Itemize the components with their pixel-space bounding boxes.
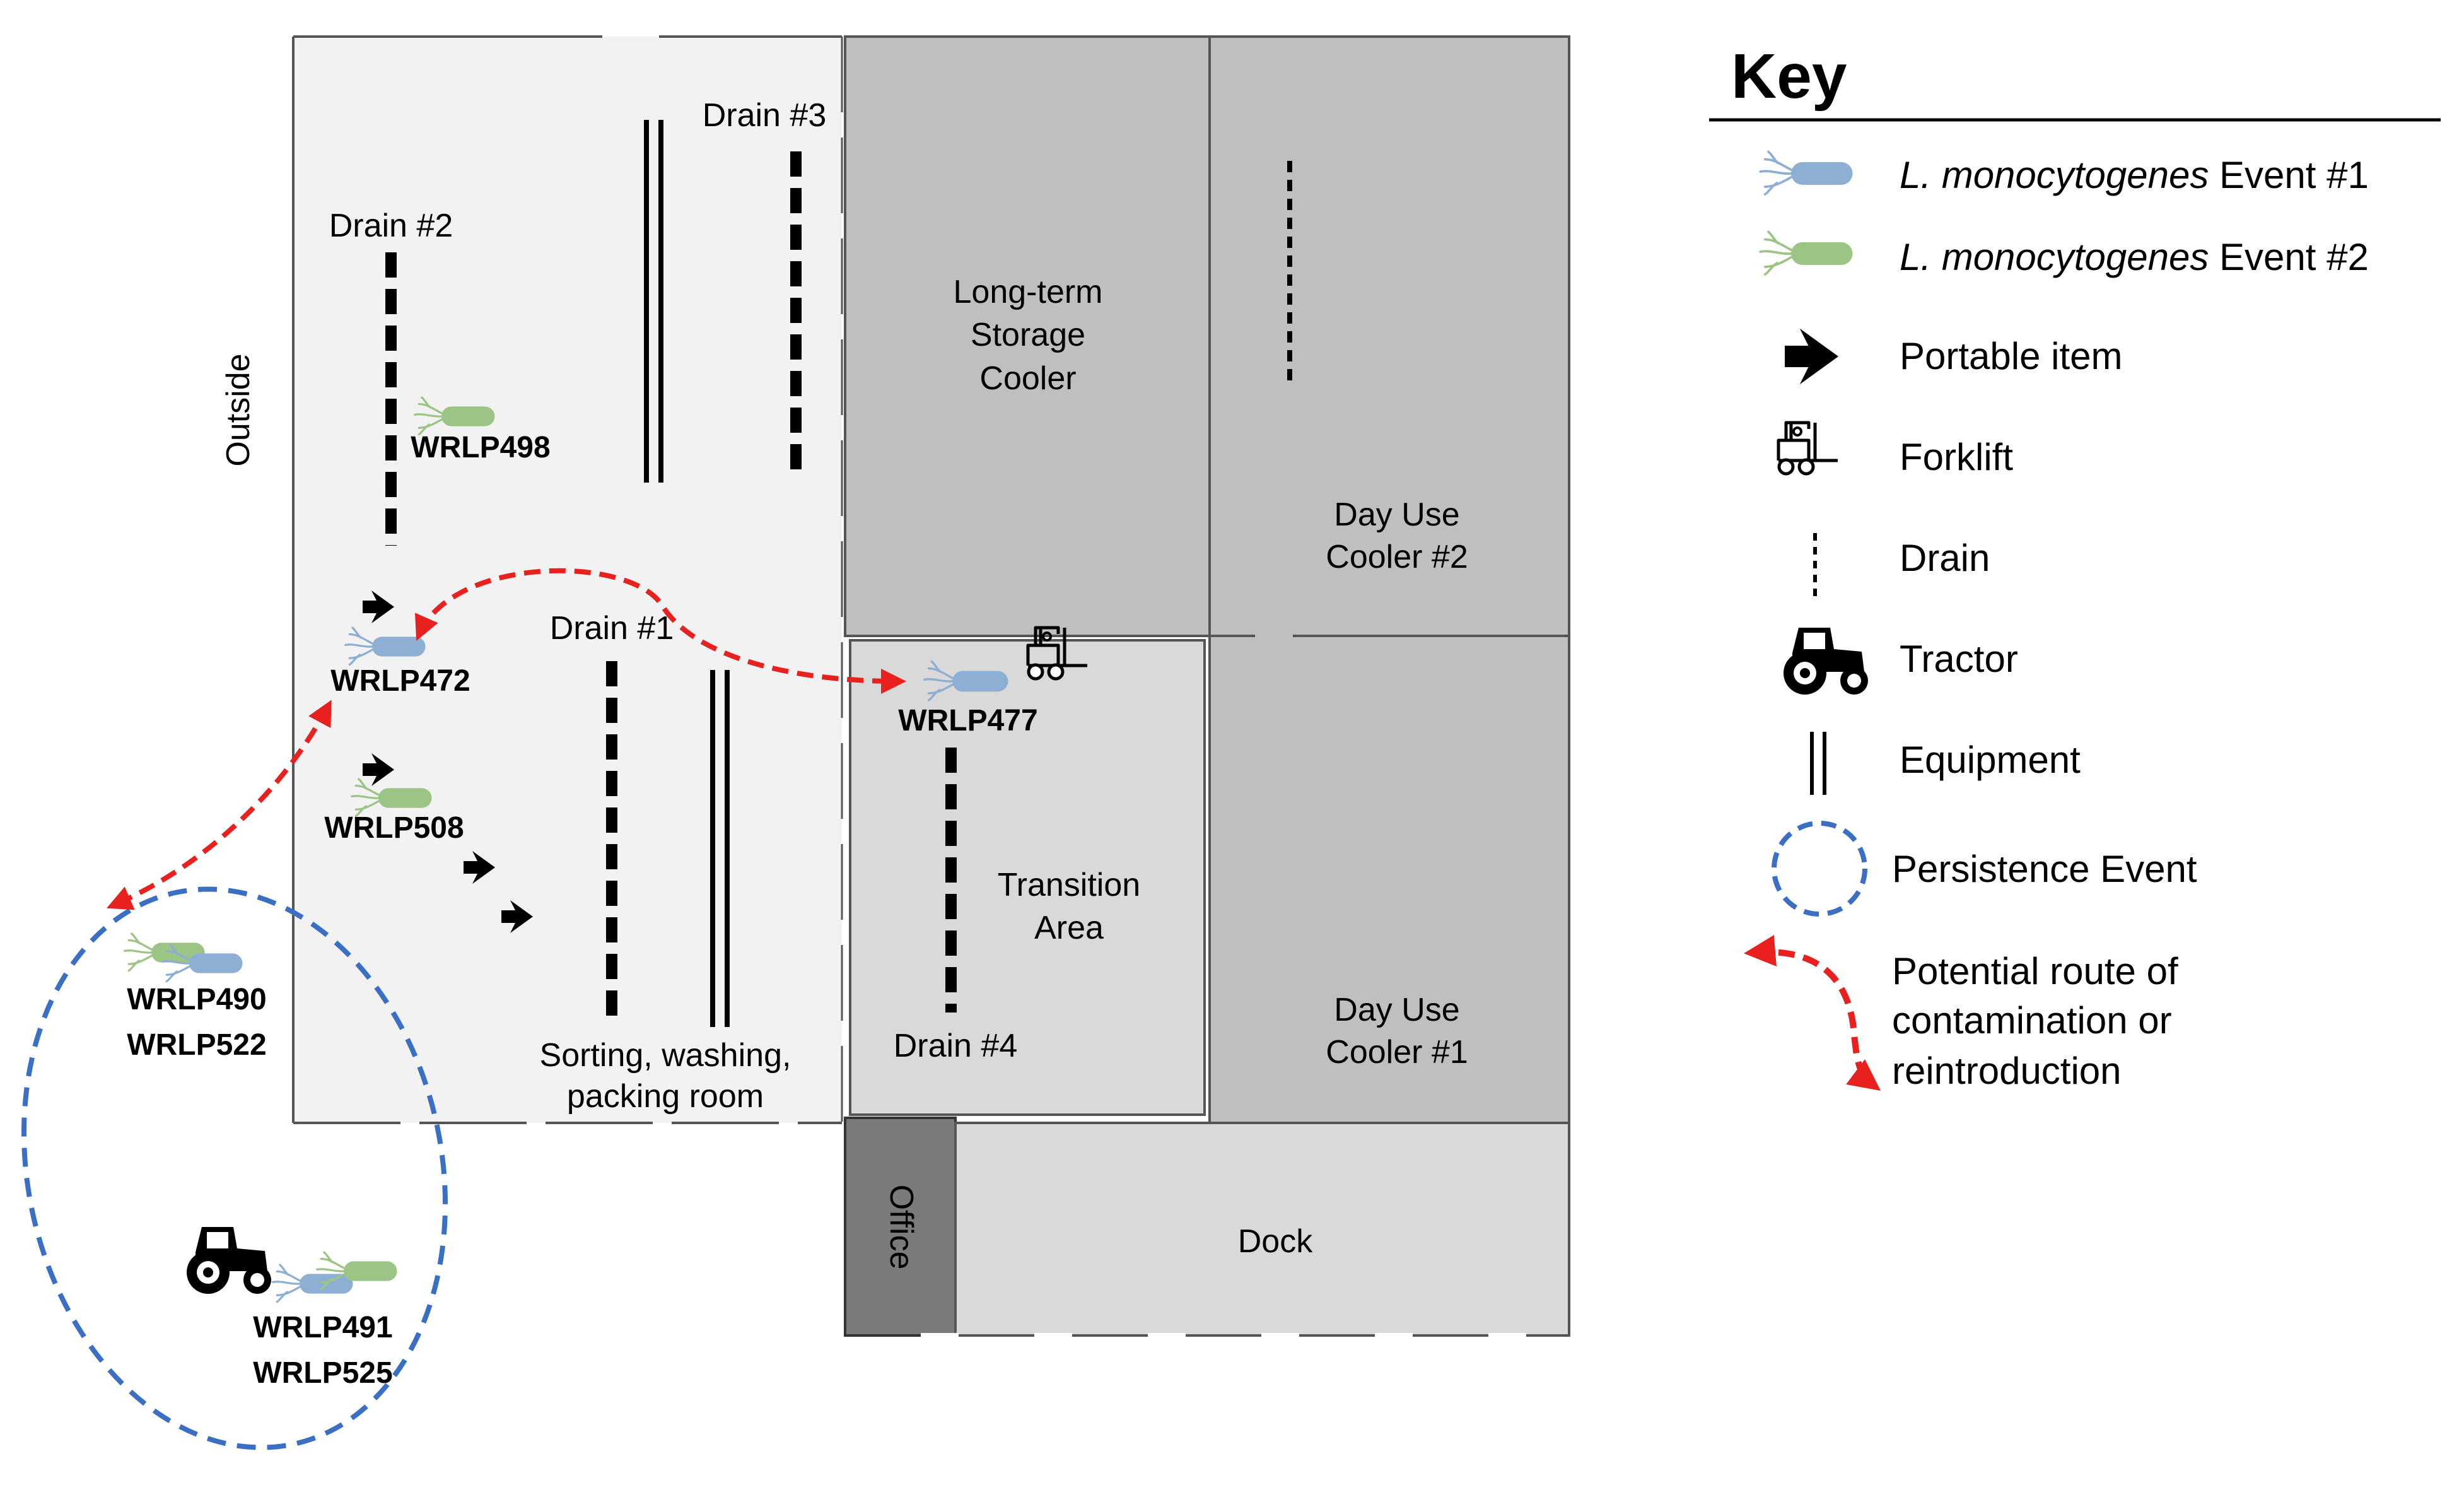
key-equipment-label: Equipment — [1900, 739, 2081, 781]
contamination-route-arrow — [415, 568, 906, 694]
key-drain-label: Drain — [1900, 537, 1990, 579]
key-persistence-label: Persistence Event — [1892, 848, 2197, 890]
key-event2-label: L. monocytogenes Event #2 — [1900, 236, 2369, 278]
room-dock — [845, 1122, 1570, 1338]
forklift-icon — [1778, 423, 1838, 474]
outside-label: Outside — [220, 353, 257, 466]
drain-4-label: Drain #4 — [894, 1028, 1018, 1064]
long-term-label-line2: Storage — [971, 317, 1085, 353]
key-equipment-symbol — [1810, 732, 1826, 795]
tractor-icon — [187, 1227, 271, 1294]
transition-label-line2: Area — [1034, 910, 1104, 946]
room-day-use-cooler-1 — [1208, 631, 1570, 1127]
key-legend: Key L. monocytogenes Event #1 L. monocyt… — [1709, 41, 2441, 1092]
key-route-label-line3: reintroduction — [1892, 1050, 2122, 1092]
key-forklift-label: Forklift — [1900, 436, 2013, 478]
day-use-1-label-line2: Cooler #1 — [1326, 1034, 1468, 1071]
day-use-2-label-line1: Day Use — [1334, 496, 1459, 533]
sorting-room-label-line1: Sorting, washing, — [540, 1037, 791, 1074]
isolate-wrlp490-label: WRLP490 — [127, 983, 266, 1016]
equipment-upper — [644, 120, 663, 483]
portable-item-icon — [1785, 328, 1839, 385]
long-term-label-line1: Long-term — [954, 274, 1103, 310]
office-label: Office — [883, 1185, 920, 1270]
isolate-wrlp522-label: WRLP522 — [127, 1028, 266, 1062]
key-title: Key — [1731, 41, 1847, 112]
equipment-lower — [710, 670, 730, 1027]
long-term-label-line3: Cooler — [979, 360, 1076, 397]
isolate-wrlp508-label: WRLP508 — [324, 811, 464, 845]
day-use-1-label-line1: Day Use — [1334, 992, 1459, 1028]
key-persistence-symbol — [1772, 821, 1867, 917]
room-day-use-cooler-2 — [1208, 35, 1570, 637]
room-office — [844, 1117, 957, 1337]
key-event1-label: L. monocytogenes Event #1 — [1900, 154, 2369, 196]
room-transition-area — [849, 639, 1206, 1116]
dock-label: Dock — [1238, 1223, 1313, 1260]
isolate-wrlp525-label: WRLP525 — [253, 1356, 392, 1390]
bacterium-event1-icon — [1759, 150, 1854, 196]
isolate-wrlp491-label: WRLP491 — [253, 1311, 392, 1344]
key-route-label-line1: Potential route of — [1892, 950, 2178, 992]
isolate-wrlp472-label: WRLP472 — [330, 664, 470, 698]
key-route-symbol — [1744, 935, 1881, 1091]
isolate-wrlp498-label: WRLP498 — [411, 431, 550, 464]
key-portable-label: Portable item — [1900, 335, 2123, 377]
isolate-wrlp477-label: WRLP477 — [898, 704, 1037, 737]
drain-3-label: Drain #3 — [703, 97, 827, 134]
key-tractor-label: Tractor — [1900, 638, 2018, 680]
tractor-icon — [1784, 628, 1868, 695]
key-route-label-line2: contamination or — [1892, 999, 2172, 1042]
bacterium-event2-icon — [1759, 230, 1854, 276]
drain-2-label: Drain #2 — [329, 208, 453, 244]
sorting-room-label-line2: packing room — [567, 1078, 764, 1115]
drain-1-label: Drain #1 — [550, 610, 674, 647]
day-use-2-label-line2: Cooler #2 — [1326, 539, 1468, 575]
contamination-route-arrow — [106, 700, 332, 910]
transition-label-line1: Transition — [998, 867, 1140, 903]
room-sorting-washing-packing — [292, 35, 843, 1124]
room-long-term-storage-cooler — [844, 35, 1211, 637]
